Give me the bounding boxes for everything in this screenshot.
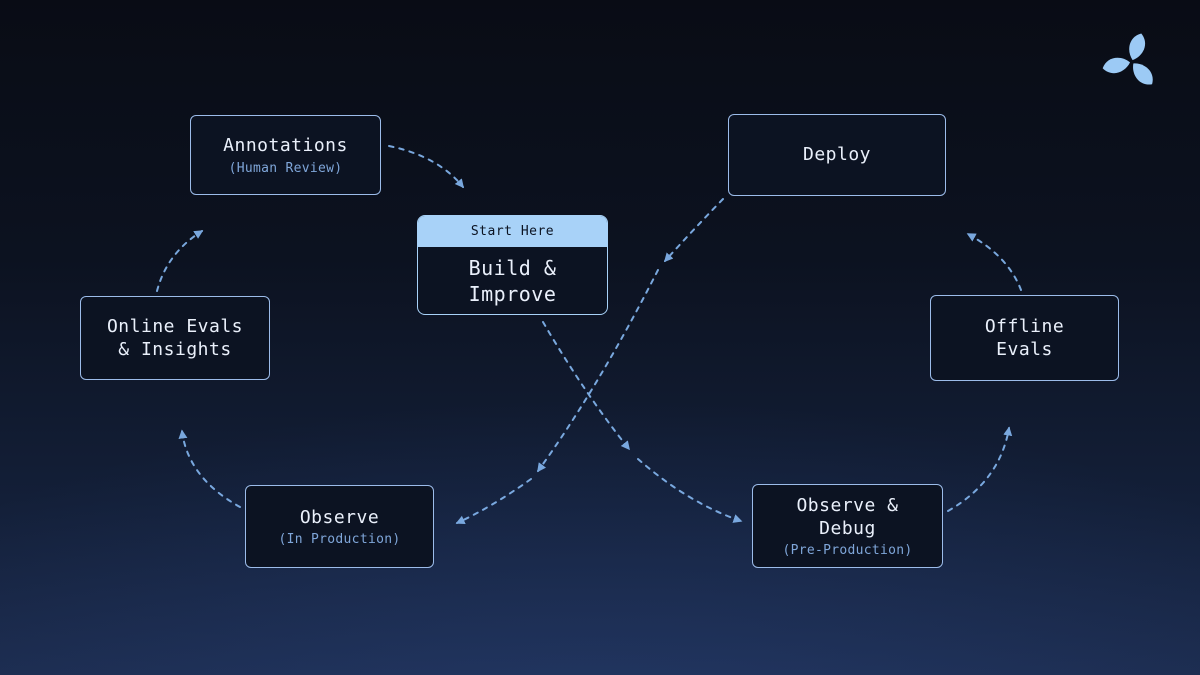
node-observe-debug-pre-production: Observe & Debug (Pre-Production)	[752, 484, 943, 568]
node-start-title: Build & Improve	[468, 255, 557, 306]
node-online-evals-title: Online Evals & Insights	[106, 315, 244, 360]
node-deploy: Deploy	[728, 114, 946, 196]
node-deploy-title: Deploy	[802, 144, 872, 166]
node-start-body: Build & Improve	[418, 247, 607, 314]
edge-observe-production-to-online-evals	[178, 429, 241, 508]
node-offline-evals-title: Offline Evals	[984, 315, 1065, 360]
edge-start-to-observe-debug-segment-1	[542, 321, 630, 451]
edge-offline-evals-to-deploy	[966, 233, 1022, 291]
edge-deploy-to-observe-production-segment-1	[663, 198, 724, 263]
edge-online-evals-to-annotations	[156, 230, 204, 292]
node-observe-production-subtitle: (In Production)	[278, 532, 401, 548]
node-start-build-improve: Start Here Build & Improve	[417, 215, 608, 315]
edge-deploy-to-observe-production-segment-3	[455, 478, 532, 524]
node-observe-production-title: Observe	[299, 506, 380, 528]
flower-logo-icon	[1102, 33, 1153, 85]
node-annotations: Annotations (Human Review)	[190, 115, 381, 195]
node-offline-evals: Offline Evals	[930, 295, 1119, 381]
node-observe-in-production: Observe (In Production)	[245, 485, 434, 568]
edge-annotations-to-start	[388, 145, 464, 189]
node-observe-debug-title: Observe & Debug	[796, 494, 899, 539]
node-observe-debug-subtitle: (Pre-Production)	[782, 543, 913, 559]
start-here-badge: Start Here	[418, 216, 607, 247]
node-online-evals-insights: Online Evals & Insights	[80, 296, 270, 380]
edge-observe-debug-to-offline-evals	[947, 426, 1013, 512]
edge-start-to-observe-debug-segment-2	[637, 458, 743, 523]
node-annotations-subtitle: (Human Review)	[228, 160, 343, 176]
edge-deploy-to-observe-production-segment-2	[537, 269, 659, 473]
node-annotations-title: Annotations	[223, 135, 348, 157]
